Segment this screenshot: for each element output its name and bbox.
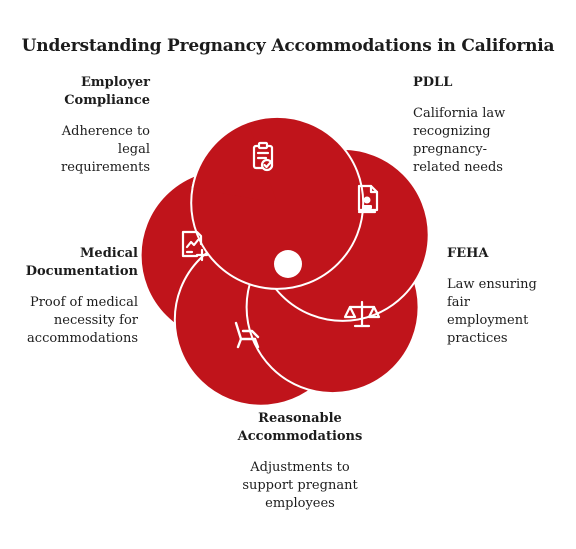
node-description: Adjustments to support pregnant employee…: [242, 460, 358, 511]
reclining-chair-icon: [234, 321, 260, 349]
node-label-medical-documentation: Medical Documentation Proof of medical n…: [10, 245, 138, 348]
node-description: Adherence to legal requirements: [61, 124, 150, 175]
scales-of-justice-icon: [343, 300, 381, 328]
petal-overlap-outline: [191, 121, 249, 189]
petal-overlap-segment: [192, 122, 278, 203]
node-label-employer-compliance: Employer Compliance Adherence to legal r…: [30, 74, 150, 177]
node-description: Law ensuring fair employment practices: [447, 277, 537, 346]
node-label-pdll: PDLL California law recognizing pregnanc…: [413, 74, 553, 177]
petals: [139, 115, 430, 407]
node-heading: FEHA: [447, 246, 489, 261]
icons: [181, 141, 381, 349]
node-heading: Medical Documentation: [25, 246, 138, 279]
medical-report-icon: [181, 230, 209, 262]
legal-document-seal-icon: [357, 184, 379, 214]
node-heading: Reasonable Accommodations: [237, 411, 363, 444]
node-heading: Employer Compliance: [64, 75, 150, 108]
clipboard-check-icon: [252, 141, 274, 172]
node-heading: PDLL: [413, 75, 453, 90]
center-hub: [274, 250, 302, 278]
page-title: Understanding Pregnancy Accommodations i…: [21, 36, 555, 56]
node-label-reasonable-accommodations: Reasonable Accommodations Adjustments to…: [215, 410, 385, 513]
node-label-feha: FEHA Law ensuring fair employment practi…: [447, 245, 567, 348]
node-description: Proof of medical necessity for accommoda…: [27, 295, 138, 346]
node-description: California law recognizing pregnancy- re…: [413, 106, 506, 175]
